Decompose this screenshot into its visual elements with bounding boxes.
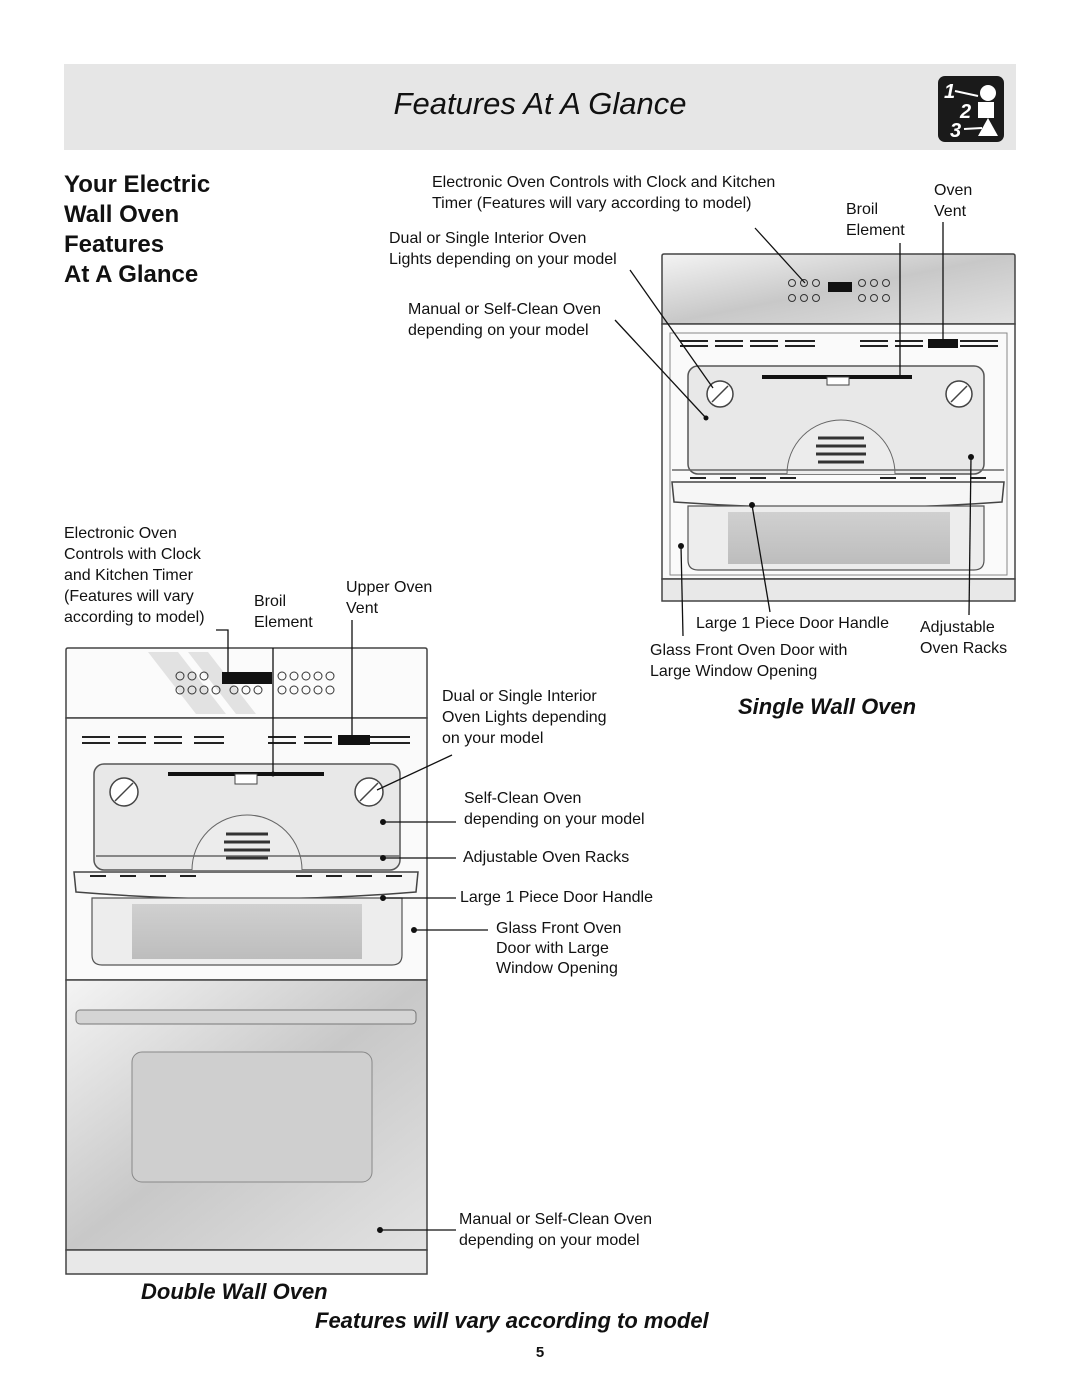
svg-text:3: 3 — [950, 120, 961, 142]
lower-oven-window — [131, 1051, 373, 1183]
features-note: Features will vary according to model — [315, 1308, 709, 1333]
lower-door-handle — [75, 1009, 417, 1025]
double-lower-clean-label: Manual or Self-Clean Oven depending on y… — [459, 1211, 652, 1249]
double-handle-label: Large 1 Piece Door Handle — [460, 889, 654, 906]
single-vent-label: Oven Vent — [934, 182, 973, 220]
double-wall-oven — [65, 647, 428, 1275]
page-number: 5 — [535, 1344, 545, 1361]
single-controls-label: Electronic Oven Controls with Clock and … — [432, 174, 776, 212]
double-oven-caption: Double Wall Oven — [141, 1279, 328, 1304]
single-racks-label: Adjustable Oven Racks — [920, 619, 1008, 657]
double-door-label: Glass Front Oven Door with Large Window … — [496, 920, 622, 977]
double-vent-label: Upper Oven Vent — [346, 579, 433, 617]
single-oven-vent — [680, 340, 998, 347]
title-banner — [64, 64, 1016, 150]
single-wall-oven — [661, 253, 1016, 602]
double-leader-lines — [216, 620, 488, 1231]
single-broil-label: Broil Element — [846, 201, 905, 239]
double-clean-label: Self-Clean Oven depending on your model — [464, 790, 645, 828]
steps-badge-icon: 1 2 3 — [938, 76, 1004, 142]
svg-text:2: 2 — [959, 101, 971, 123]
single-door-handle — [671, 481, 1005, 509]
double-controls-label: Electronic Oven Controls with Clock and … — [64, 525, 205, 626]
double-racks-label: Adjustable Oven Racks — [463, 849, 630, 866]
page-title: Features At A Glance — [393, 86, 687, 121]
single-control-panel — [788, 279, 890, 302]
single-oven-caption: Single Wall Oven — [738, 694, 917, 719]
single-leader-lines — [614, 222, 972, 637]
double-display — [222, 672, 272, 684]
svg-text:1: 1 — [944, 81, 955, 103]
single-clean-label: Manual or Self-Clean Oven depending on y… — [408, 301, 601, 339]
single-lights-label: Dual or Single Interior Oven Lights depe… — [389, 230, 617, 268]
section-heading: Your Electric Wall Oven Features At A Gl… — [64, 171, 211, 288]
single-oven-lights — [706, 380, 973, 408]
single-handle-label: Large 1 Piece Door Handle — [696, 615, 890, 632]
single-display — [828, 282, 852, 292]
single-door-label: Glass Front Oven Door with Large Window … — [650, 642, 848, 680]
double-broil-label: Broil Element — [254, 593, 313, 631]
double-lights-label: Dual or Single Interior Oven Lights depe… — [442, 688, 607, 747]
double-oven-lights — [109, 777, 384, 807]
upper-oven-vent — [82, 736, 410, 744]
double-control-panel — [175, 671, 335, 695]
